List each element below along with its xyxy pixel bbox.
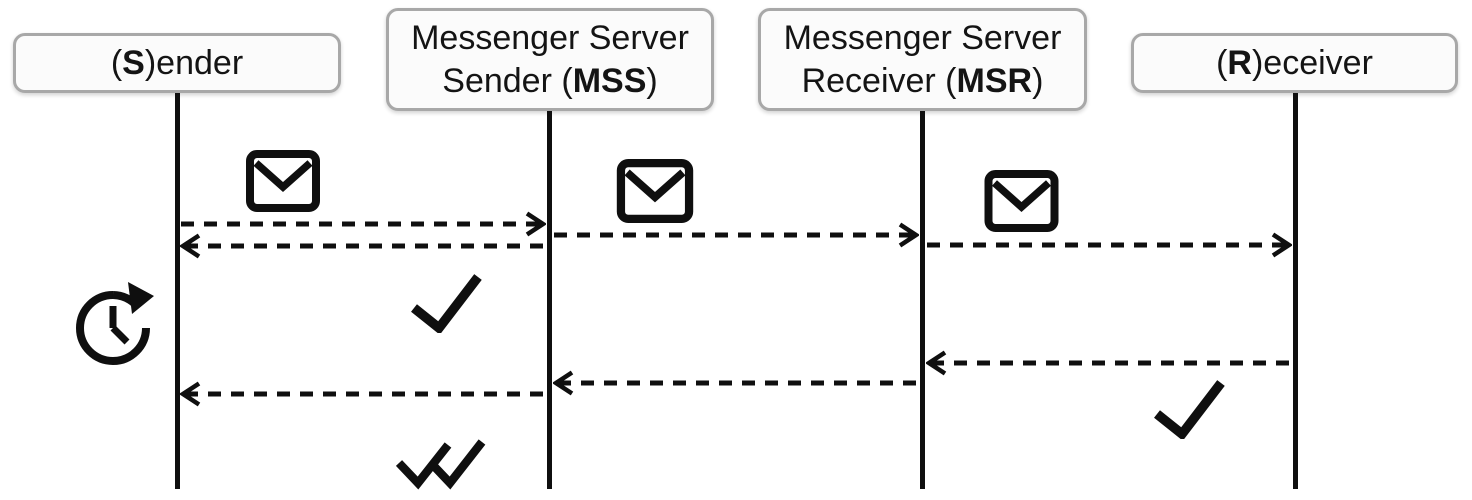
actor-box-mss: Messenger Server Sender (MSS) xyxy=(386,8,714,111)
receipt-arrow-mss-to-sender xyxy=(178,380,546,413)
double-check-icon xyxy=(394,429,488,496)
lifeline-receiver xyxy=(1293,93,1298,489)
ack-arrow-msr-to-mss xyxy=(551,369,919,402)
lifeline-msr xyxy=(920,111,925,489)
actor-box-msr: Messenger Server Receiver (MSR) xyxy=(758,8,1087,111)
actor-label-mss-line1: Messenger Server xyxy=(411,18,689,57)
message-arrow-mss-to-msr xyxy=(553,221,921,254)
envelope-icon xyxy=(984,170,1059,237)
lifeline-sender xyxy=(175,93,180,489)
actor-label-receiver: (R)eceiver xyxy=(1216,43,1373,82)
message-arrow-sender-to-mss xyxy=(180,210,548,243)
actor-box-receiver: (R)eceiver xyxy=(1131,33,1458,93)
envelope-icon xyxy=(616,159,694,228)
message-arrow-msr-to-receiver xyxy=(926,231,1294,264)
envelope-icon xyxy=(246,150,320,217)
actor-label-msr-line1: Messenger Server xyxy=(783,18,1062,57)
check-icon xyxy=(408,271,484,338)
ack-arrow-receiver-to-msr xyxy=(924,349,1292,382)
ack-arrow-mss-to-sender xyxy=(178,232,546,265)
actor-label-msr-line2: Receiver (MSR) xyxy=(801,61,1044,100)
check-icon xyxy=(1151,377,1227,444)
actor-label-sender: (S)ender xyxy=(110,43,244,82)
lifeline-mss xyxy=(547,111,552,489)
actor-box-sender: (S)ender xyxy=(13,33,341,93)
actor-label-mss-line2: Sender (MSS) xyxy=(442,61,658,100)
retry-clock-icon xyxy=(72,280,160,373)
